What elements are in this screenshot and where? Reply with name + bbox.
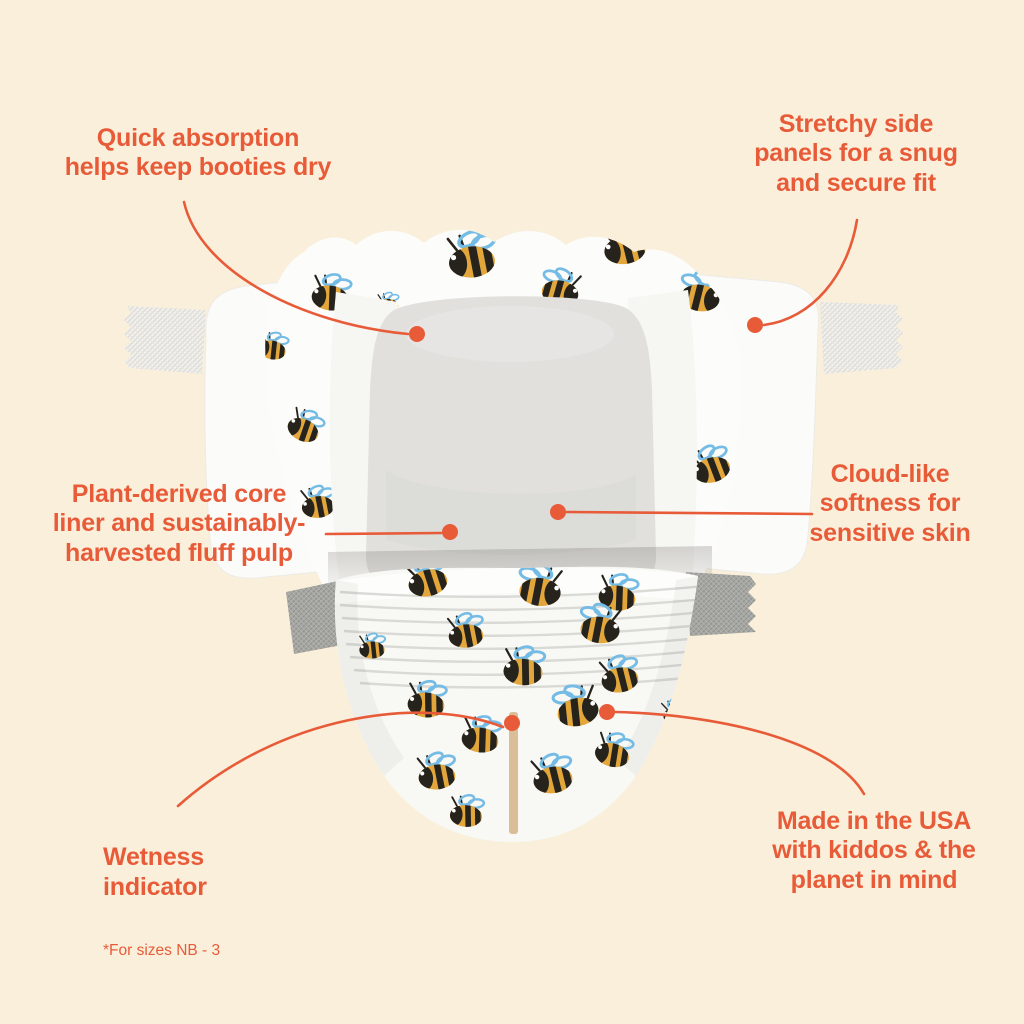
- bee-icon: [221, 231, 274, 283]
- dot-made-in-usa: [599, 704, 615, 720]
- right-fastener-tab: [686, 572, 756, 636]
- front-right-shading: [618, 576, 698, 776]
- front-left-shading: [334, 580, 404, 776]
- left-side-tape: [124, 306, 206, 374]
- pad-highlight: [406, 306, 614, 362]
- callout-cloud-softness: Cloud-like softness for sensitive skin: [809, 460, 971, 547]
- right-side-tape: [820, 302, 903, 374]
- dot-quick-absorption: [409, 326, 425, 342]
- leader-stretchy-panels: [762, 218, 859, 327]
- wetness-indicator-strip: [509, 712, 518, 834]
- callout-wetness-indicator: Wetness indicator *For sizes NB - 3: [103, 814, 343, 989]
- callout-plant-core: Plant-derived core liner and sustainably…: [52, 480, 306, 567]
- leader-cloud-softness: [565, 510, 814, 516]
- callout-wetness-footnote: *For sizes NB - 3: [103, 942, 221, 959]
- leader-plant-core: [324, 531, 443, 536]
- leader-made-in-usa: [613, 710, 866, 796]
- dot-cloud-softness: [550, 504, 566, 520]
- callout-quick-absorption: Quick absorption helps keep booties dry: [64, 124, 332, 182]
- diaper-front-details: [334, 551, 698, 834]
- callout-stretchy-panels: Stretchy side panels for a snug and secu…: [754, 110, 958, 197]
- dot-plant-core: [442, 524, 458, 540]
- bottom-diaper: [286, 546, 756, 842]
- callout-made-in-usa: Made in the USA with kiddos & the planet…: [772, 807, 976, 894]
- leader-quick-absorption: [182, 200, 410, 336]
- callout-connectors: [176, 200, 866, 808]
- dot-stretchy-panels: [747, 317, 763, 333]
- dot-wetness-indicator: [504, 715, 520, 731]
- leader-wetness-indicator: [176, 711, 505, 808]
- callout-wetness-title: Wetness indicator: [103, 843, 207, 901]
